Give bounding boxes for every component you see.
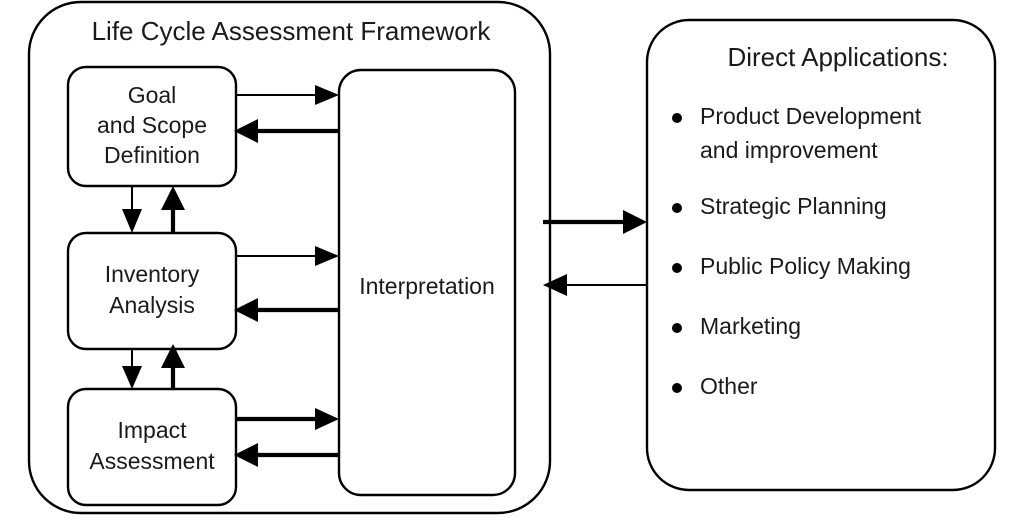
arrow-inventory-to-impact-head [122, 366, 142, 389]
goal-scope-line-3: Definition [104, 142, 200, 168]
application-item-5-line-1: Other [700, 373, 758, 399]
inventory-analysis-line-2: Analysis [109, 292, 195, 318]
impact-assessment-line-2: Assessment [89, 448, 215, 474]
application-item-3-line-1: Public Policy Making [700, 253, 911, 279]
framework-title: Life Cycle Assessment Framework [92, 16, 492, 46]
inventory-analysis-box [66, 231, 238, 351]
goal-scope-box [66, 65, 238, 188]
application-item-4-line-1: Marketing [700, 313, 801, 339]
arrow-impact-to-interpretation-head [315, 408, 339, 430]
arrow-applications-to-framework-head [543, 274, 567, 296]
bullet-dot-icon [672, 203, 682, 213]
arrow-impact-to-inventory-head [161, 344, 185, 368]
application-item-2-line-1: Strategic Planning [700, 193, 887, 219]
application-item-1-line-2: and improvement [700, 137, 878, 163]
goal-scope-line-1: Goal [128, 82, 177, 108]
arrow-framework-to-applications-head [623, 210, 647, 234]
bullet-dot-icon [672, 113, 682, 123]
bullet-dot-icon [672, 323, 682, 333]
interpretation-label: Interpretation [359, 273, 495, 299]
bullet-dot-icon [672, 263, 682, 273]
arrow-interpretation-to-inventory-head [234, 298, 258, 322]
inventory-analysis-line-1: Inventory [105, 261, 200, 287]
interpretation-box [337, 68, 517, 497]
arrow-interpretation-to-goal-head [234, 119, 258, 143]
direct-applications-panel [645, 18, 997, 492]
arrow-goal-to-inventory-head [122, 209, 142, 233]
impact-assessment-box [66, 387, 238, 507]
arrow-inventory-to-interpretation-head [315, 246, 339, 266]
arrow-goal-to-interpretation-head [315, 85, 339, 105]
bullet-dot-icon [672, 383, 682, 393]
impact-assessment-line-1: Impact [117, 417, 187, 443]
goal-scope-line-2: and Scope [97, 112, 207, 138]
direct-applications-heading: Direct Applications: [727, 42, 948, 72]
application-item-1-line-1: Product Development [700, 103, 922, 129]
arrow-inventory-to-goal-head [161, 186, 185, 210]
arrow-interpretation-to-impact-head [234, 443, 258, 467]
